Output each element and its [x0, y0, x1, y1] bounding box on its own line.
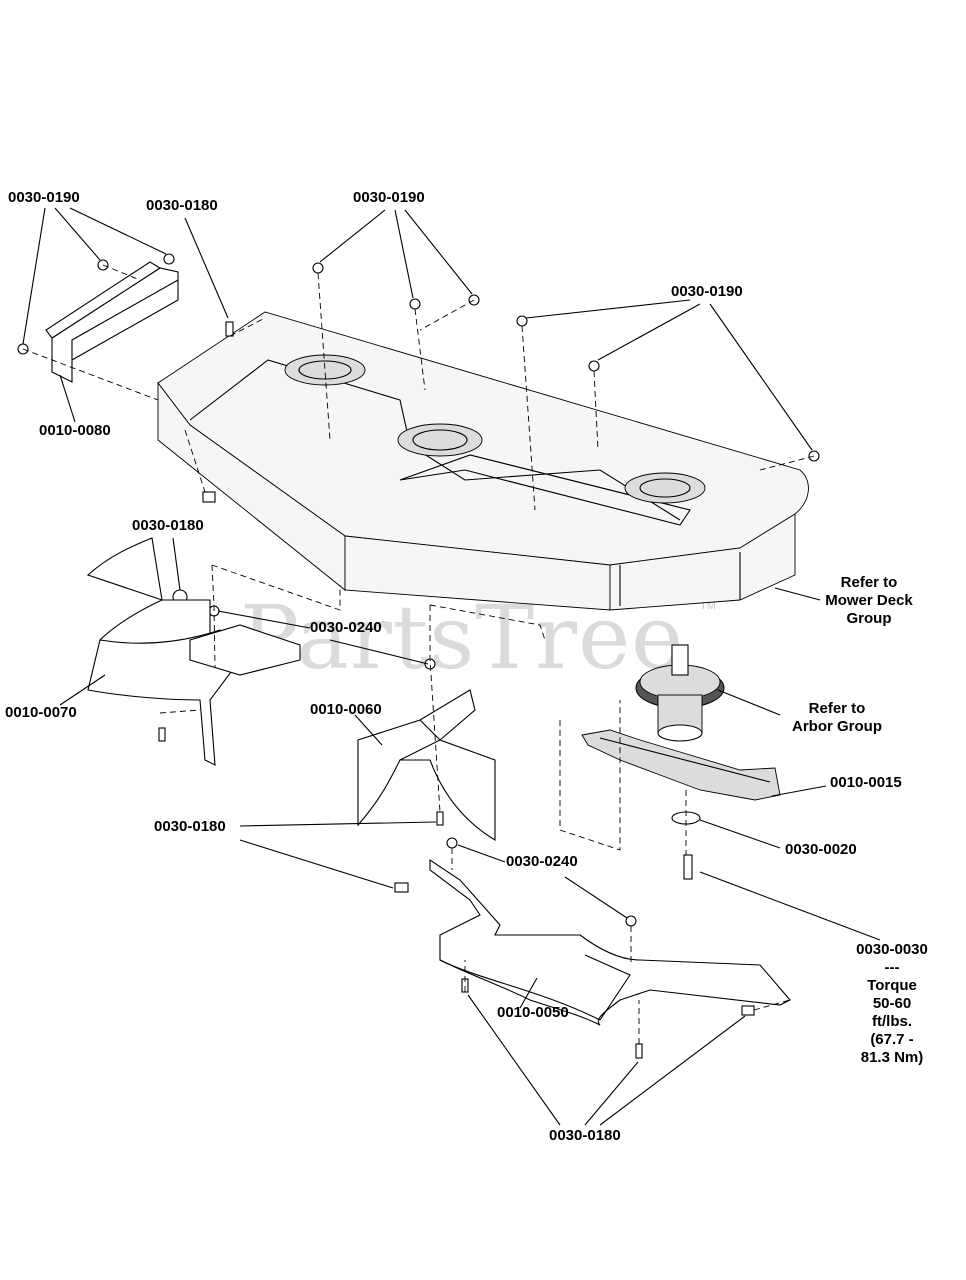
label-refer-mower-deck[interactable]: Refer to Mower Deck Group [825, 574, 913, 627]
baffle-0010-0070 [86, 537, 301, 766]
label-0010-0050[interactable]: 0010-0050 [497, 1004, 569, 1021]
washer-3 [446, 837, 458, 849]
label-0030-0180-center[interactable]: 0030-0180 [154, 818, 226, 835]
deck-discharge-chute [399, 454, 691, 526]
label-0030-0030-torque[interactable]: 0030-0030 --- Torque 50-60 ft/lbs. (67.7… [856, 941, 928, 1066]
nut-7 [516, 315, 528, 327]
nut-4 [312, 262, 324, 274]
label-0030-0190-top-center[interactable]: 0030-0190 [353, 189, 425, 206]
label-0010-0080[interactable]: 0010-0080 [39, 422, 111, 439]
bolt-2 [202, 491, 216, 503]
nut-5 [409, 298, 421, 310]
label-0010-0070[interactable]: 0010-0070 [5, 704, 77, 721]
hardware [17, 253, 820, 1059]
spindle-opening-right [624, 472, 706, 504]
bolt-4 [158, 727, 166, 742]
bolt-5 [436, 811, 444, 826]
baffle-0010-0050 [429, 858, 791, 1026]
label-0030-0180-top[interactable]: 0030-0180 [146, 197, 218, 214]
label-0030-0020[interactable]: 0030-0020 [785, 841, 857, 858]
spindle-opening-center [397, 423, 483, 457]
label-0030-0180-bottom[interactable]: 0030-0180 [549, 1127, 621, 1144]
label-0010-0015[interactable]: 0010-0015 [830, 774, 902, 791]
bolt-6 [394, 882, 409, 893]
spindle-opening-left [284, 354, 366, 386]
deck-rear-skirt [609, 513, 796, 611]
mower-deck [157, 311, 809, 611]
label-0030-0240-lower[interactable]: 0030-0240 [506, 853, 578, 870]
bolt-9 [635, 1043, 643, 1059]
arbor-assembly [635, 644, 725, 742]
blade-bolt [683, 854, 693, 880]
baffle-0010-0060 [357, 689, 496, 841]
nut-8 [588, 360, 600, 372]
label-0030-0190-right[interactable]: 0030-0190 [671, 283, 743, 300]
bracket-0010-0080 [45, 261, 179, 383]
leader-lines [22, 207, 881, 1126]
alignment-lines [22, 264, 815, 1044]
label-0030-0240-upper[interactable]: 0030-0240 [310, 619, 382, 636]
deck-top [157, 311, 809, 566]
bolt-1 [225, 321, 234, 337]
label-refer-arbor[interactable]: Refer to Arbor Group [792, 700, 882, 735]
washer-4 [625, 915, 637, 927]
label-0010-0060[interactable]: 0010-0060 [310, 701, 382, 718]
bolt-8 [741, 1005, 755, 1016]
nut-3 [163, 253, 175, 265]
label-0030-0180-left[interactable]: 0030-0180 [132, 517, 204, 534]
label-0030-0190-top-left[interactable]: 0030-0190 [8, 189, 80, 206]
